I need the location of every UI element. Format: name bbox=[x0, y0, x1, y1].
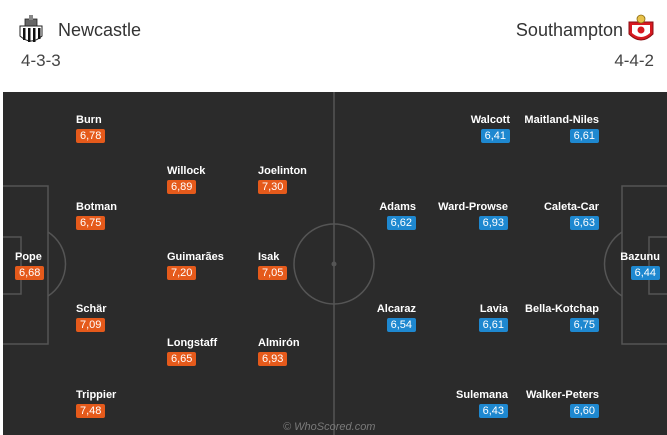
player-name: Longstaff bbox=[167, 337, 218, 349]
player-rating-badge: 7,09 bbox=[76, 318, 106, 332]
player-rating-badge: 6,68 bbox=[15, 266, 45, 280]
player-name: Walcott bbox=[470, 114, 510, 126]
player-rating-badge: 6,61 bbox=[478, 318, 508, 332]
away-formation: 4-4-2 bbox=[614, 51, 654, 70]
player-rating-badge: 6,93 bbox=[258, 352, 288, 366]
player-rating-badge: 6,62 bbox=[386, 216, 416, 230]
player-rating-badge: 6,65 bbox=[167, 352, 197, 366]
home-player-longstaff[interactable]: Longstaff 6,65 bbox=[167, 337, 277, 377]
player-name: Botman bbox=[76, 201, 117, 213]
player-name: Bazunu bbox=[620, 251, 660, 263]
player-name: Alcaraz bbox=[376, 303, 416, 315]
player-name: Joelinton bbox=[258, 165, 307, 177]
player-rating-badge: 6,75 bbox=[569, 318, 599, 332]
player-name: Trippier bbox=[76, 389, 117, 401]
home-player-guimaraes[interactable]: Guimarães 7,20 bbox=[167, 251, 277, 291]
player-name: Ward-Prowse bbox=[438, 201, 508, 213]
home-team-name: Newcastle bbox=[58, 20, 142, 40]
player-name: Adams bbox=[379, 201, 416, 213]
player-name: Lavia bbox=[479, 303, 508, 315]
away-player-adams[interactable]: Adams 6,62 bbox=[306, 201, 416, 241]
away-player-maitland-niles[interactable]: Maitland-Niles 6,61 bbox=[489, 114, 599, 154]
home-player-almiron[interactable]: Almirón 6,93 bbox=[258, 337, 368, 377]
player-name: Maitland-Niles bbox=[524, 114, 599, 126]
player-name: Almirón bbox=[258, 337, 300, 349]
home-player-botman[interactable]: Botman 6,75 bbox=[76, 201, 186, 241]
away-player-bella-kotchap[interactable]: Bella-Kotchap 6,75 bbox=[489, 303, 599, 343]
pitch-markings bbox=[3, 92, 667, 435]
player-rating-badge: 7,48 bbox=[76, 404, 106, 418]
away-player-alcaraz[interactable]: Alcaraz 6,54 bbox=[306, 303, 416, 343]
player-name: Isak bbox=[258, 251, 280, 263]
away-player-ward-prowse[interactable]: Ward-Prowse 6,93 bbox=[398, 201, 508, 241]
away-player-bazunu[interactable]: Bazunu 6,44 bbox=[550, 251, 660, 291]
whoscored-watermark: © WhoScored.com bbox=[283, 421, 376, 433]
home-player-joelinton[interactable]: Joelinton 7,30 bbox=[258, 165, 368, 205]
player-rating-badge: 7,20 bbox=[167, 266, 197, 280]
home-player-pope[interactable]: Pope 6,68 bbox=[15, 251, 125, 291]
home-player-schar[interactable]: Schär 7,09 bbox=[76, 303, 186, 343]
player-rating-badge: 7,05 bbox=[258, 266, 288, 280]
away-player-walker-peters[interactable]: Walker-Peters 6,60 bbox=[489, 389, 599, 429]
player-name: Caleta-Car bbox=[543, 201, 599, 213]
player-name: Walker-Peters bbox=[526, 389, 599, 401]
player-name: Sulemana bbox=[456, 389, 508, 401]
player-rating-badge: 6,61 bbox=[569, 129, 599, 143]
home-formation: 4-3-3 bbox=[21, 51, 61, 70]
player-rating-badge: 6,44 bbox=[630, 266, 660, 280]
home-player-willock[interactable]: Willock 6,89 bbox=[167, 165, 277, 205]
home-player-burn[interactable]: Burn 6,78 bbox=[76, 114, 186, 154]
player-rating-badge: 6,60 bbox=[569, 404, 599, 418]
pitch: Burn 6,78 Willock 6,89 Joelinton 7,30 Bo… bbox=[3, 92, 667, 435]
player-name: Schär bbox=[76, 303, 107, 315]
away-player-lavia[interactable]: Lavia 6,61 bbox=[398, 303, 508, 343]
player-rating-badge: 6,41 bbox=[480, 129, 510, 143]
player-rating-badge: 6,89 bbox=[167, 180, 197, 194]
player-name: Bella-Kotchap bbox=[525, 303, 599, 315]
player-rating-badge: 6,54 bbox=[386, 318, 416, 332]
away-player-sulemana[interactable]: Sulemana 6,43 bbox=[398, 389, 508, 429]
player-name: Willock bbox=[167, 165, 206, 177]
player-name: Pope bbox=[15, 251, 42, 263]
away-team-name: Southampton bbox=[515, 20, 623, 40]
southampton-crest-icon bbox=[628, 14, 654, 41]
home-player-isak[interactable]: Isak 7,05 bbox=[258, 251, 368, 291]
player-name: Burn bbox=[76, 114, 102, 126]
player-rating-badge: 6,93 bbox=[478, 216, 508, 230]
match-header: Newcastle 4-3-3 Southampton 4-4-2 bbox=[0, 0, 667, 92]
player-rating-badge: 6,78 bbox=[76, 129, 106, 143]
newcastle-crest-icon bbox=[19, 15, 43, 42]
player-name: Guimarães bbox=[167, 251, 224, 263]
player-rating-badge: 6,63 bbox=[569, 216, 599, 230]
player-rating-badge: 6,75 bbox=[76, 216, 106, 230]
home-player-trippier[interactable]: Trippier 7,48 bbox=[76, 389, 186, 429]
player-rating-badge: 7,30 bbox=[258, 180, 288, 194]
away-player-walcott[interactable]: Walcott 6,41 bbox=[400, 114, 510, 154]
away-player-caleta-car[interactable]: Caleta-Car 6,63 bbox=[489, 201, 599, 241]
player-rating-badge: 6,43 bbox=[478, 404, 508, 418]
